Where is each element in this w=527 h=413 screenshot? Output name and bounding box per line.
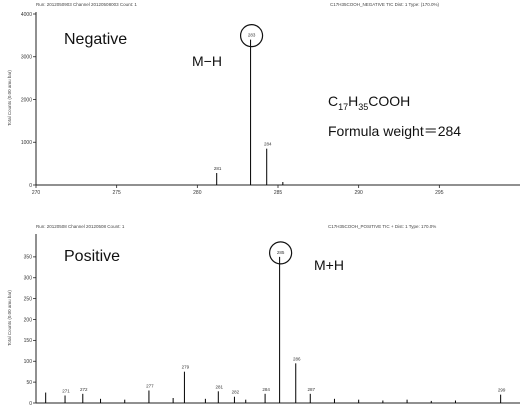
positive-y-tick-label-0: 0 bbox=[29, 401, 32, 407]
positive-peak-label-5: 277 bbox=[146, 383, 154, 388]
negative-y-axis-label: Total Counts (0.00 amu bar) bbox=[7, 70, 12, 126]
negative-y-tick-label-2: 2000 bbox=[21, 97, 32, 103]
negative-x-tick-label-5: 295 bbox=[435, 190, 444, 196]
positive-y-ticks: 0 50 100 150 200 250 300 350 bbox=[24, 255, 36, 407]
positive-y-tick-label-6: 300 bbox=[24, 276, 33, 282]
negative-y-tick-label-3: 3000 bbox=[21, 55, 32, 61]
negative-x-tick-label-4: 290 bbox=[354, 190, 363, 196]
positive-y-tick-label-2: 100 bbox=[24, 359, 33, 365]
formula-h: H bbox=[348, 93, 358, 109]
positive-peak-label-22: 299 bbox=[498, 388, 506, 393]
positive-peak-label-14: 286 bbox=[293, 356, 301, 361]
positive-peak-label-10: 282 bbox=[232, 390, 240, 395]
positive-header-right-text: C17H35COOH_POSITIVE TIC + Dist: 1 Type: … bbox=[328, 224, 436, 229]
negative-y-ticks: 0 1000 2000 3000 4000 bbox=[21, 12, 36, 189]
formula-cooh: COOH bbox=[368, 93, 410, 109]
positive-peak-label-1: 271 bbox=[62, 388, 70, 393]
positive-y-tick-label-1: 50 bbox=[26, 380, 32, 386]
positive-peak-label-9: 281 bbox=[216, 384, 224, 389]
formula-sub-35: 35 bbox=[358, 102, 368, 112]
formula-weight-text: Formula weight＝284 bbox=[328, 123, 461, 139]
negative-peak-label-2: 284 bbox=[264, 142, 272, 147]
negative-y-tick-label-4: 4000 bbox=[21, 12, 32, 18]
positive-peak-label-2: 272 bbox=[80, 387, 88, 392]
negative-peak-label-0: 281 bbox=[214, 166, 222, 171]
positive-header-text: Run: 20120508 Channel 20120508 Count: 1 bbox=[36, 224, 125, 229]
positive-y-tick-label-7: 350 bbox=[24, 255, 33, 261]
positive-panel: Run: 20120508 Channel 20120508 Count: 1 … bbox=[7, 224, 520, 407]
positive-y-tick-label-3: 150 bbox=[24, 338, 33, 344]
negative-panel: Run: 2012050903 Channel 20120508003 Coun… bbox=[7, 2, 520, 196]
negative-peak-label-1: 283 bbox=[248, 33, 256, 38]
compound-formula: C17H35COOH bbox=[328, 93, 410, 112]
positive-panel-label: Positive bbox=[64, 248, 120, 265]
positive-highlight-circle bbox=[269, 241, 293, 265]
negative-x-tick-label-2: 280 bbox=[193, 190, 202, 196]
negative-x-ticks: 270 275 280 285 290 295 bbox=[32, 185, 444, 196]
positive-peak-label-15: 287 bbox=[308, 387, 316, 392]
negative-peaks: 281 283 284 bbox=[214, 33, 284, 185]
positive-y-tick-label-5: 250 bbox=[24, 296, 33, 302]
positive-peak-label-13: 285 bbox=[277, 250, 285, 255]
negative-x-tick-label-3: 285 bbox=[274, 190, 283, 196]
positive-peaks: 271 272 277 279 281 282 284 285 286 287 299 bbox=[45, 250, 506, 403]
negative-x-tick-label-1: 275 bbox=[112, 190, 121, 196]
formula-sub-17: 17 bbox=[338, 102, 348, 112]
negative-header-text: Run: 2012050903 Channel 20120508003 Coun… bbox=[36, 2, 137, 7]
positive-peak-label-7: 279 bbox=[182, 365, 190, 370]
negative-highlight-circle bbox=[239, 24, 264, 48]
negative-ion-label: M−H bbox=[192, 53, 222, 69]
negative-panel-label: Negative bbox=[64, 31, 127, 48]
negative-x-tick-label-0: 270 bbox=[32, 190, 41, 196]
positive-y-tick-label-4: 200 bbox=[24, 317, 33, 323]
positive-peak-label-12: 284 bbox=[262, 387, 270, 392]
positive-ion-label: M+H bbox=[314, 257, 344, 273]
negative-y-tick-label-1: 1000 bbox=[21, 140, 32, 146]
negative-header-right-text: C17H35COOH_NEGATIVE TIC Dist: 1 Type: (1… bbox=[330, 2, 440, 7]
formula-c: C bbox=[328, 93, 338, 109]
negative-y-tick-label-0: 0 bbox=[29, 183, 32, 189]
positive-y-axis-label: Total Counts (0.00 amu bar) bbox=[7, 290, 12, 346]
